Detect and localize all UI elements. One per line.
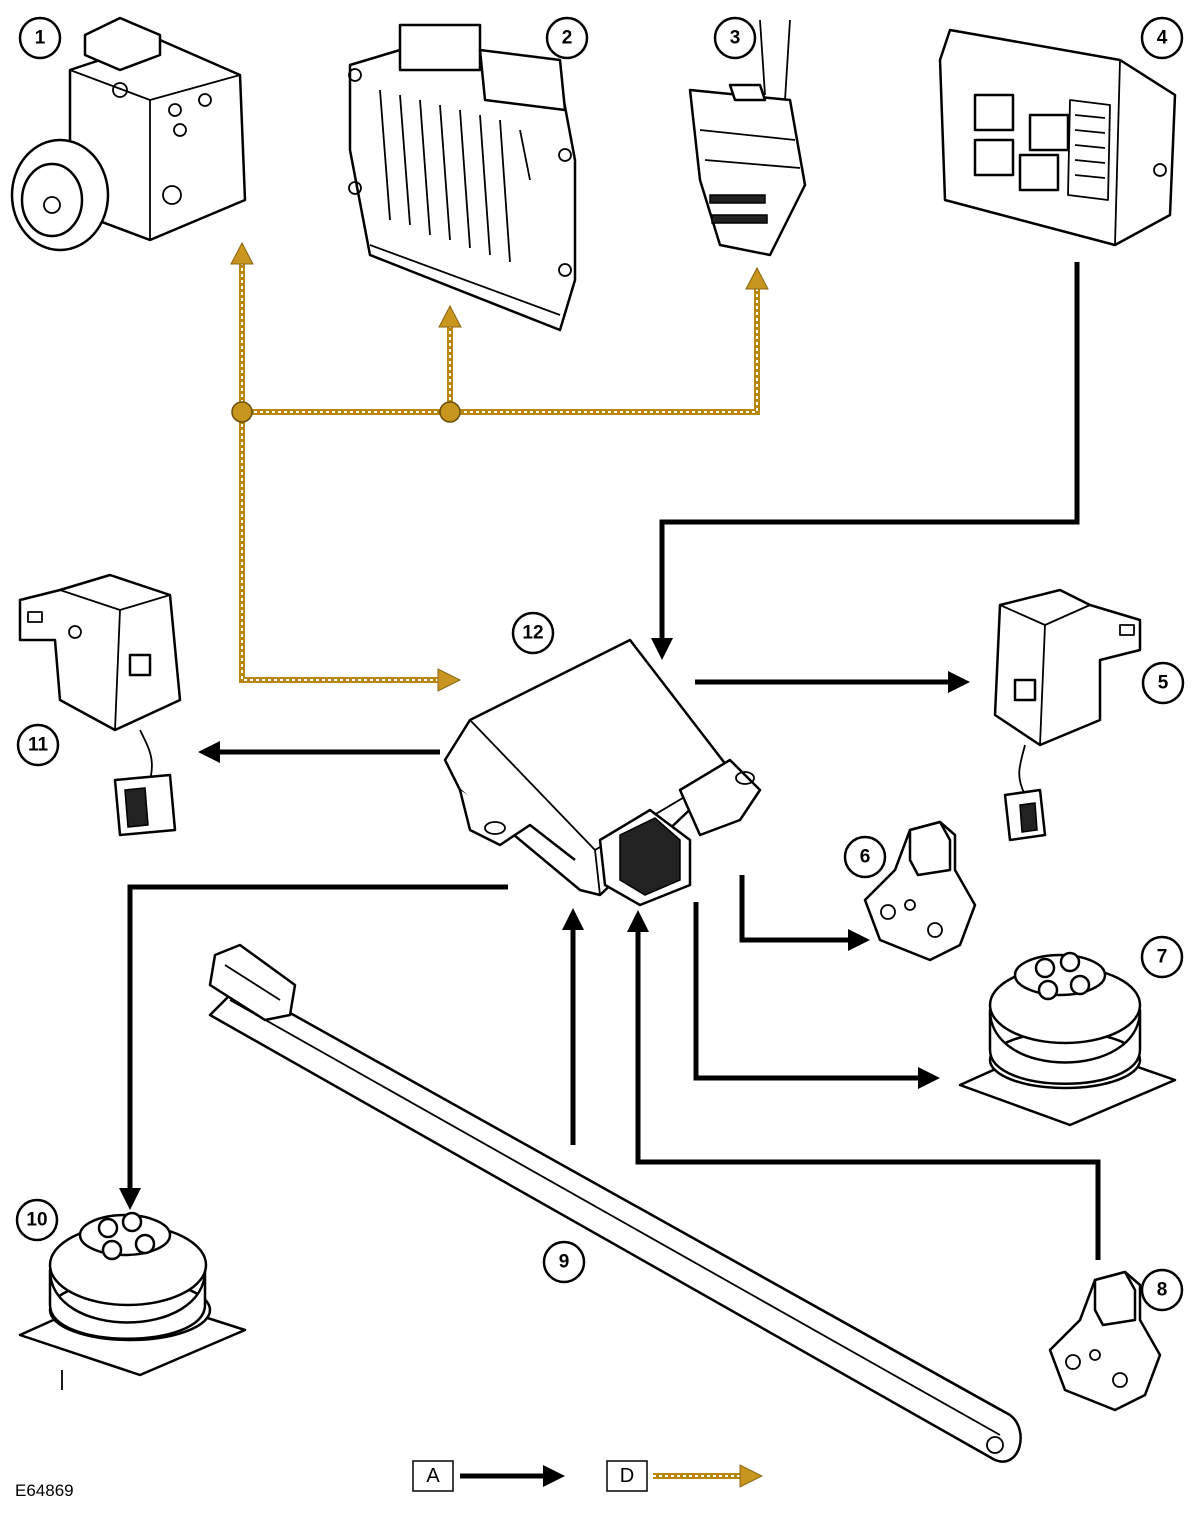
- callout-2: 2: [545, 16, 589, 60]
- svg-text:A: A: [426, 1465, 440, 1487]
- component-11-seat-belt-buckle-switch: [18, 573, 182, 837]
- svg-text:5: 5: [1158, 673, 1169, 694]
- svg-text:10: 10: [26, 1210, 47, 1231]
- can-arrowhead-to-3: [745, 266, 769, 290]
- component-6-side-impact-sensor: [863, 820, 977, 962]
- svg-text:1: 1: [35, 28, 46, 49]
- svg-text:11: 11: [28, 735, 49, 756]
- svg-text:8: 8: [1157, 1280, 1168, 1301]
- component-7-airbag-module: [958, 951, 1177, 1127]
- component-2-engine-control-module: [348, 23, 577, 332]
- svg-text:D: D: [620, 1465, 634, 1487]
- callout-5: 5: [1141, 661, 1185, 705]
- component-4-central-junction-box: [938, 28, 1177, 247]
- svg-text:2: 2: [562, 28, 573, 49]
- callout-11: 11: [16, 723, 60, 767]
- can-bus-network: [230, 241, 769, 692]
- component-10-airbag-module: [18, 1211, 247, 1390]
- figure-reference: E64869: [15, 1481, 74, 1500]
- callout-10: 10: [15, 1198, 59, 1242]
- component-9-occupant-sensor-strip: [208, 943, 1022, 1463]
- svg-text:12: 12: [522, 623, 543, 644]
- can-junction-left: [231, 401, 253, 423]
- component-12-restraints-control-module: [443, 638, 762, 907]
- can-arrowhead-to-1: [230, 241, 254, 265]
- svg-text:9: 9: [559, 1252, 570, 1273]
- svg-text:6: 6: [860, 847, 871, 868]
- callout-1: 1: [18, 16, 62, 60]
- can-arrowhead-to-12: [437, 668, 462, 692]
- callout-4: 4: [1140, 16, 1184, 60]
- component-5-seat-belt-buckle-switch: [993, 588, 1142, 842]
- legend-can-bus: D: [606, 1460, 764, 1492]
- svg-text:7: 7: [1157, 947, 1168, 968]
- callout-12: 12: [511, 611, 555, 655]
- legend-hardwired: A: [412, 1460, 565, 1492]
- component-3-diagnostic-connector: [688, 19, 807, 257]
- component-1-abs-module: [10, 16, 247, 252]
- svg-text:4: 4: [1157, 28, 1168, 49]
- hardwired-connections: [119, 262, 1101, 1260]
- callout-6: 6: [843, 835, 887, 879]
- component-8-front-impact-sensor: [1048, 1270, 1162, 1412]
- svg-text:3: 3: [730, 28, 741, 49]
- callout-3: 3: [713, 16, 757, 60]
- callout-8: 8: [1140, 1268, 1184, 1312]
- can-junction-center: [439, 401, 461, 423]
- can-arrowhead-to-2: [438, 304, 462, 328]
- callout-7: 7: [1140, 935, 1184, 979]
- callout-9: 9: [542, 1240, 586, 1284]
